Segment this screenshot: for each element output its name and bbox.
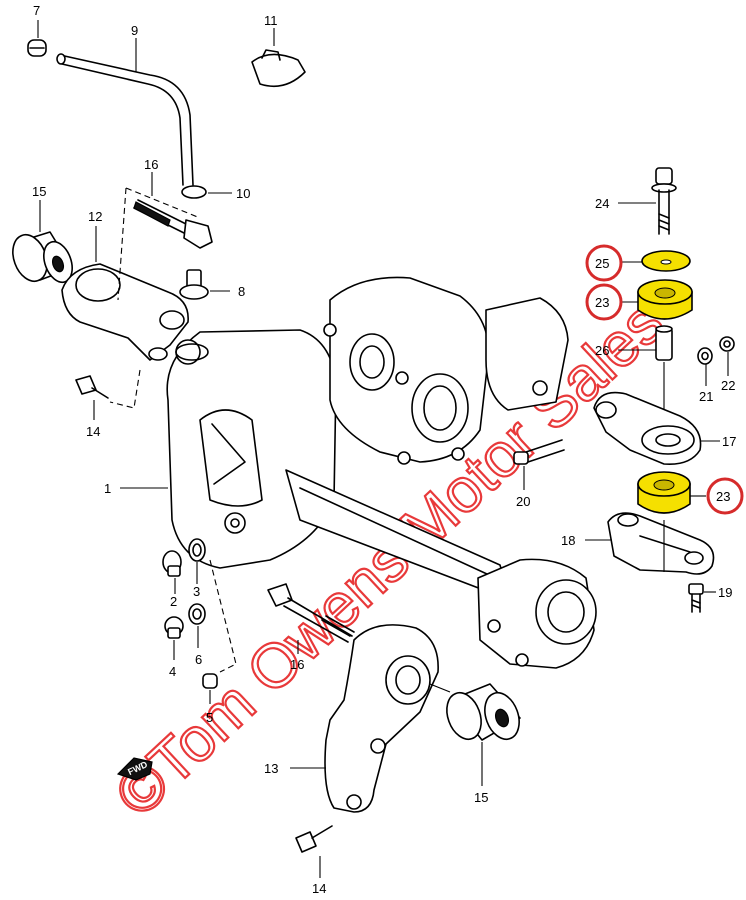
part-23-mount-bush-top	[620, 279, 693, 320]
part-26-collar	[618, 325, 673, 420]
callout-9: 9	[131, 23, 138, 38]
part-15-bush-top	[12, 200, 73, 284]
callout-20: 20	[516, 494, 530, 509]
callout-12: 12	[88, 209, 102, 224]
part-14-bolt-bottom	[295, 825, 333, 878]
callout-17: 17	[722, 434, 736, 449]
part-11-hose-clip	[251, 28, 306, 88]
callout-19: 19	[718, 585, 732, 600]
callout-18: 18	[561, 533, 575, 548]
part-18-mount-base-plate	[585, 512, 715, 575]
part-13-rear-mount-bracket	[290, 624, 439, 813]
callout-8: 8	[238, 284, 245, 299]
part-4-filler-plug	[164, 616, 184, 660]
callout-7: 7	[33, 3, 40, 18]
part-20-stud	[513, 439, 565, 490]
callout-1: 1	[104, 481, 111, 496]
callout-13: 13	[264, 761, 278, 776]
fwd-direction-arrow: FWD	[116, 757, 153, 781]
part-1-differential-housing	[120, 276, 597, 669]
part-25-washer	[620, 250, 691, 272]
part-19-bolt	[688, 583, 716, 613]
part-16-mount-bolt-bottom	[267, 583, 355, 654]
part-22-nut	[719, 336, 735, 376]
callout-14-lower: 14	[312, 881, 326, 896]
callout-25: 25	[595, 256, 609, 271]
callout-24: 24	[595, 196, 609, 211]
part-5-plug	[202, 559, 237, 704]
part-24-mount-bolt	[618, 167, 677, 235]
highlight-ring-23-lower	[706, 477, 744, 515]
callout-15: 15	[32, 184, 46, 199]
part-23-mount-bush-bottom	[637, 471, 706, 514]
callout-21: 21	[699, 389, 713, 404]
part-15-bush-bottom	[429, 683, 521, 786]
callout-15-lower: 15	[474, 790, 488, 805]
callout-16: 16	[144, 157, 158, 172]
part-17-mount-arm	[593, 391, 720, 466]
callout-10: 10	[236, 186, 250, 201]
highlight-rings	[585, 244, 744, 515]
callout-2: 2	[170, 594, 177, 609]
callout-23-upper: 23	[595, 295, 609, 310]
part-21-washer	[697, 347, 713, 386]
part-8-spacer	[179, 269, 230, 300]
highlight-ring-25	[585, 244, 623, 282]
part-7-breather-cap	[27, 20, 47, 57]
part-16-mount-bolt-top	[133, 172, 213, 249]
callout-22: 22	[721, 378, 735, 393]
callout-labels: 7 9 11 16 10 15 12 8 14 1 2 3 4 6 5 16 1…	[32, 3, 736, 896]
callout-16-lower: 16	[290, 657, 304, 672]
part-9-breather-hose	[56, 38, 194, 186]
callout-4: 4	[169, 664, 176, 679]
part-14-bolt-top	[75, 375, 109, 420]
part-2-drain-plug	[162, 550, 182, 594]
callout-26: 26	[595, 343, 609, 358]
callout-5: 5	[206, 710, 213, 725]
callout-23-lower: 23	[716, 489, 730, 504]
callout-14: 14	[86, 424, 100, 439]
callout-3: 3	[193, 584, 200, 599]
part-6-gasket	[188, 603, 206, 648]
part-12-front-mount-bracket	[61, 187, 201, 409]
callout-11: 11	[264, 13, 278, 28]
highlight-ring-23-upper	[585, 283, 623, 321]
part-3-gasket	[188, 538, 206, 584]
callout-6: 6	[195, 652, 202, 667]
part-10-hose-clamp	[181, 185, 232, 199]
